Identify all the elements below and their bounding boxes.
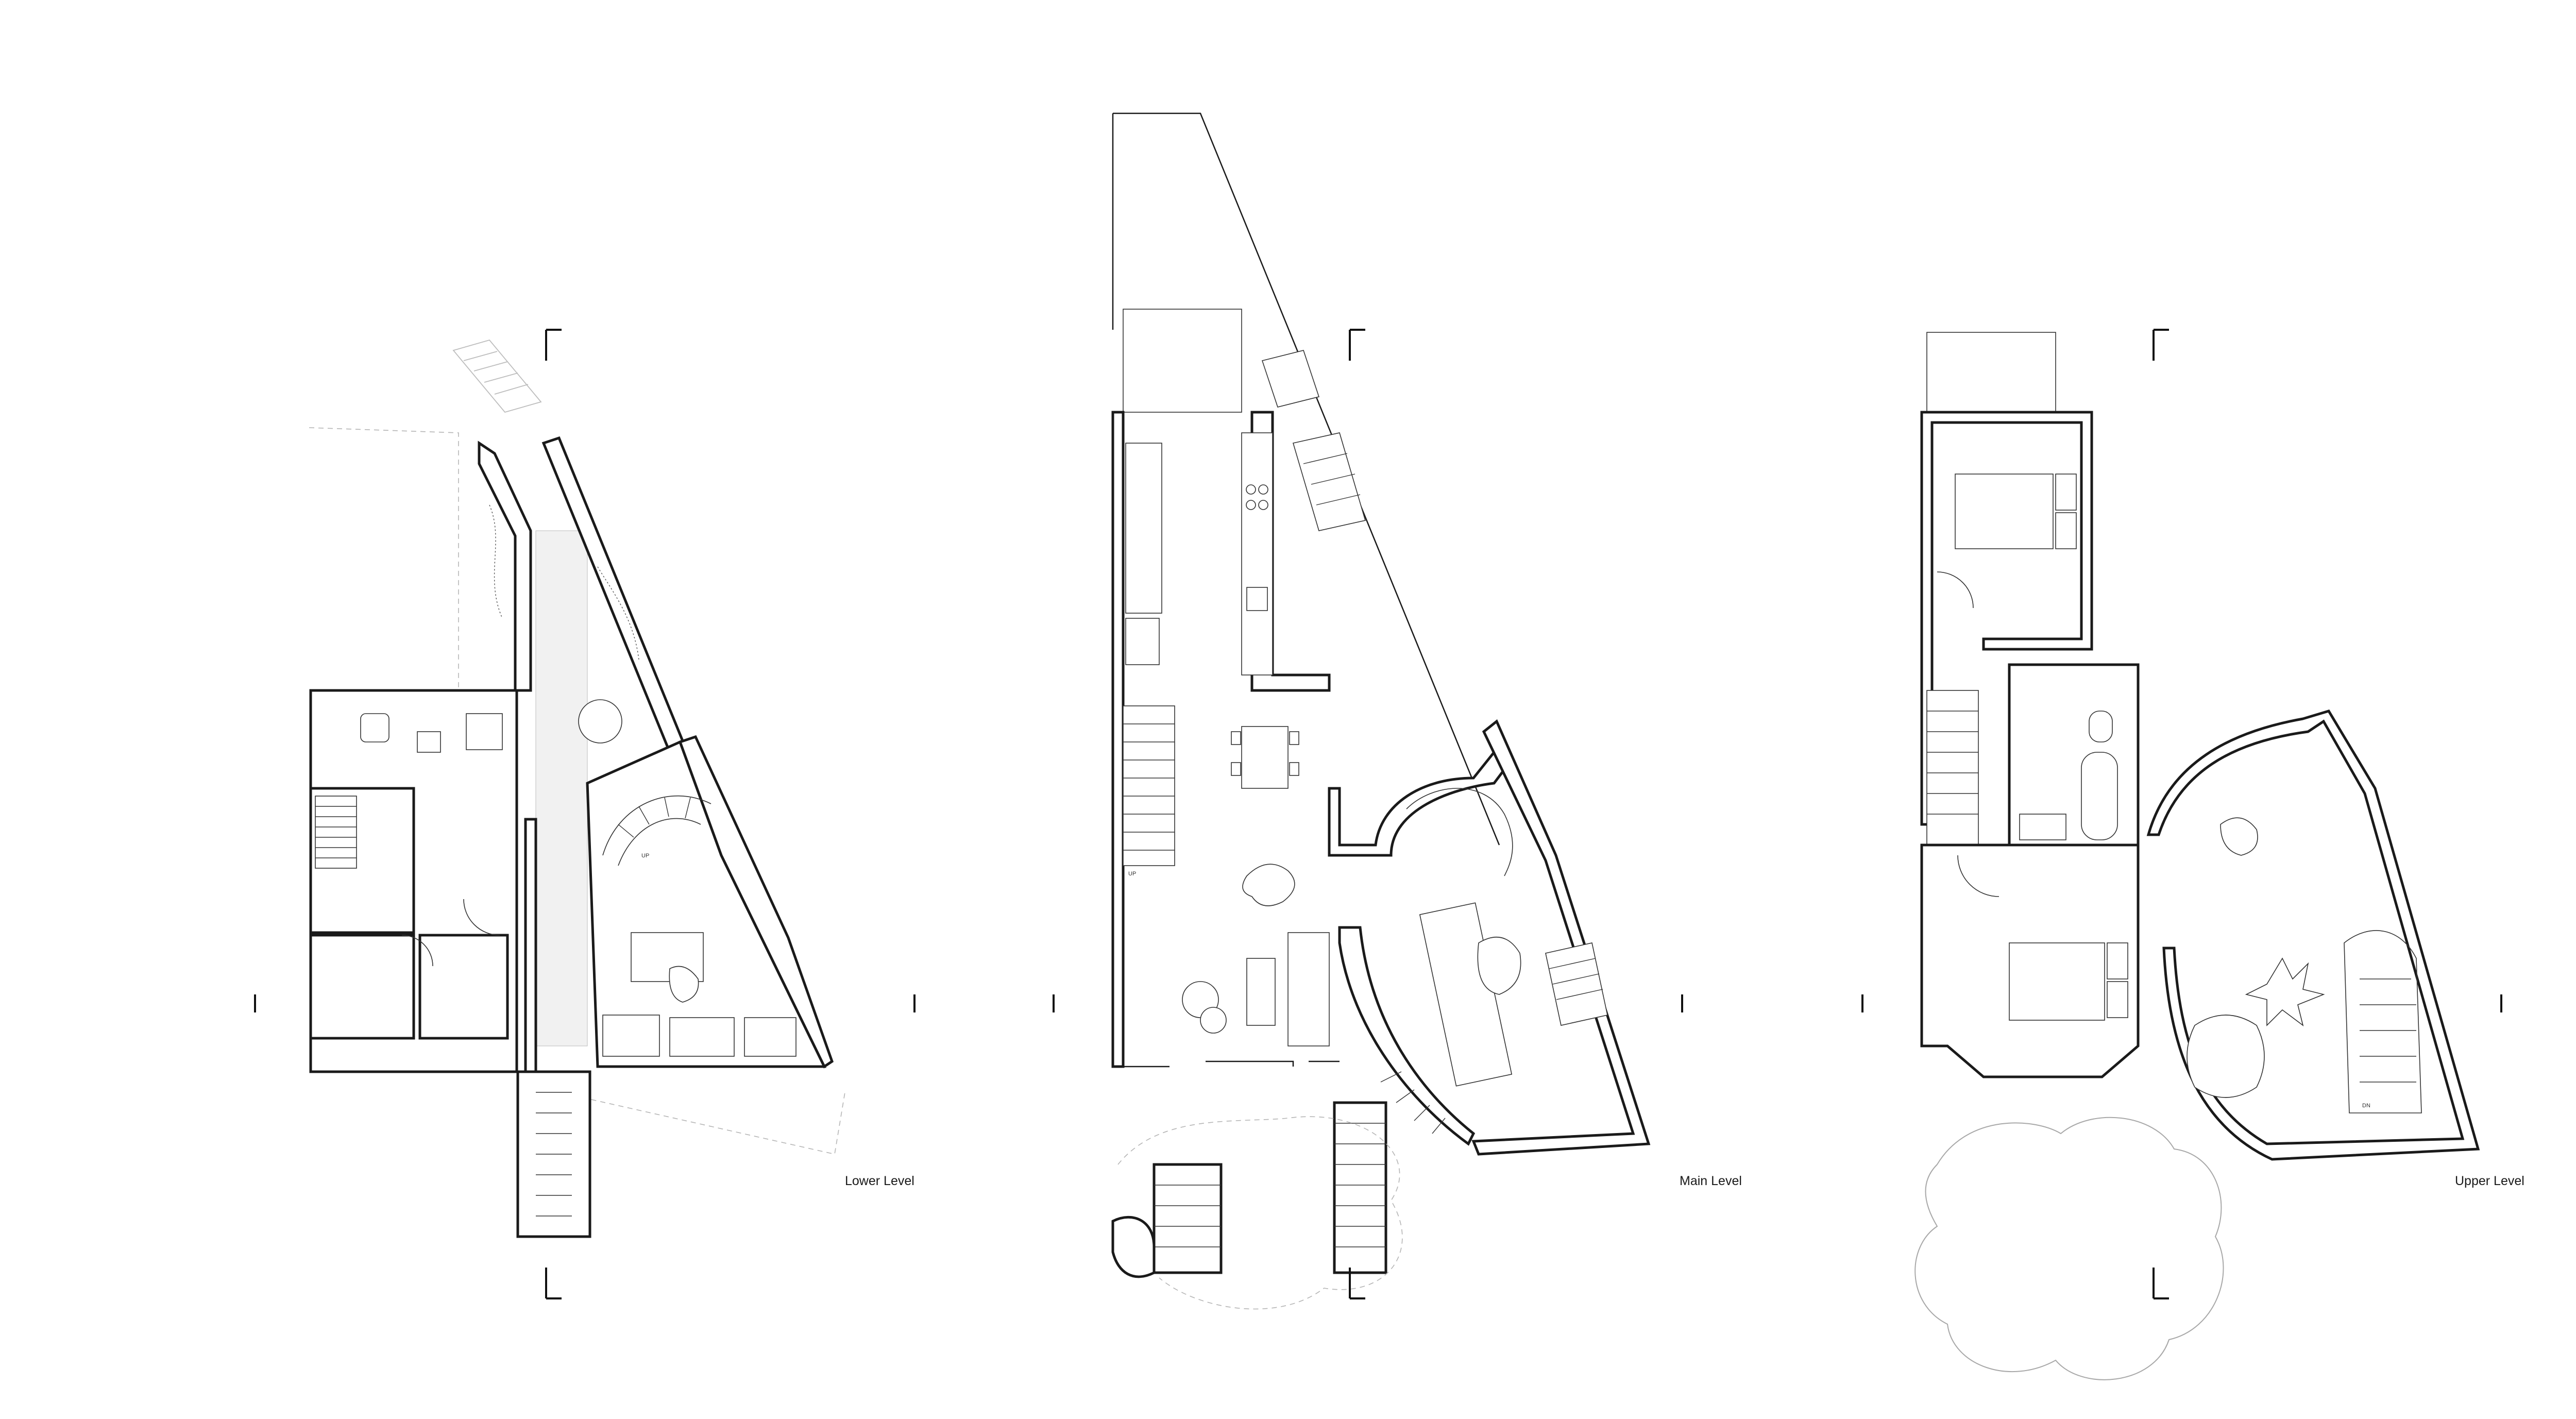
- upper-bathtub: [2081, 752, 2118, 840]
- upper-pillow-4: [2107, 981, 2128, 1018]
- upper-door-swing-2: [1957, 855, 1999, 897]
- main-ghost-trees: [1117, 1116, 1403, 1310]
- main-spiral-stair: [1406, 788, 1513, 876]
- lower-planter-wall-left: [478, 441, 532, 692]
- upper-bed-2: [2009, 942, 2105, 1021]
- main-exterior-bay: [1111, 1215, 1156, 1278]
- main-curved-wall: [1338, 926, 1476, 1146]
- lower-cupboard: [418, 934, 509, 1040]
- main-exterior-stair-right: [1333, 1101, 1387, 1274]
- main-fridge: [1125, 618, 1160, 665]
- main-level-label: Main Level: [1680, 1174, 1742, 1188]
- upper-wc: [2089, 711, 2113, 742]
- lower-ghost-boundary: [309, 427, 845, 1155]
- main-balcony-frame: [1123, 309, 1242, 413]
- upper-vanity: [2019, 814, 2066, 840]
- upper-plant: [2245, 957, 2325, 1026]
- main-bay-front: [1123, 1060, 1340, 1068]
- lower-sideboard-1: [602, 1015, 660, 1057]
- lower-shower-icon: [466, 713, 503, 750]
- lower-level-label: Lower Level: [845, 1174, 914, 1188]
- lower-ghost-stair: [452, 339, 542, 413]
- main-exterior-stair-left: [1153, 1163, 1223, 1274]
- lower-left-stair: [315, 796, 357, 869]
- main-dining-table: [1241, 726, 1289, 789]
- lower-basin-icon: [417, 731, 441, 753]
- main-side-chair: [1200, 1007, 1227, 1034]
- main-rug: [1242, 864, 1295, 906]
- lower-door-swing-2: [463, 899, 500, 936]
- lower-wc-icon: [360, 713, 389, 742]
- main-lounge-chair: [1477, 936, 1521, 995]
- main-kitchen-counter: [1241, 432, 1273, 675]
- main-right-stair: [1545, 942, 1608, 1026]
- upper-section-marks: [1861, 329, 2502, 1299]
- upper-pillow-1: [2055, 474, 2077, 511]
- main-left-wall: [1111, 411, 1125, 1068]
- lower-exterior-stair: [516, 1070, 591, 1238]
- lower-light-well: [535, 530, 588, 1046]
- main-straight-stair: [1123, 705, 1175, 866]
- lower-stair-up-tag: UP: [641, 853, 650, 859]
- lower-level-plan: [254, 329, 916, 1299]
- main-stair-up-tag: UP: [1128, 871, 1137, 877]
- upper-pillow-2: [2055, 512, 2077, 549]
- upper-pillow-3: [2107, 942, 2128, 979]
- lower-section-marks: [254, 329, 916, 1299]
- upper-spiral-treads: [2360, 978, 2416, 1083]
- lower-planting: [489, 504, 639, 660]
- lower-storage-room: [309, 934, 415, 1040]
- main-kitchen-island: [1125, 443, 1162, 614]
- lower-door-swing: [401, 935, 433, 967]
- lower-chair: [669, 966, 699, 1003]
- upper-freestanding-bath: [2187, 1015, 2265, 1098]
- main-sink-icon: [1246, 587, 1268, 611]
- lower-sideboard-3: [744, 1017, 796, 1057]
- lower-spiral-stair: [602, 795, 711, 866]
- main-section-marks: [1053, 329, 1683, 1299]
- upper-balcony-frame: [1926, 332, 2056, 415]
- upper-spiral-stair: [2344, 930, 2422, 1113]
- lower-spiral-treads: [618, 797, 691, 838]
- lower-room-outer-wall: [678, 735, 834, 1069]
- lower-garden-table: [578, 699, 622, 744]
- main-sofa: [1287, 932, 1330, 1046]
- lower-sideboard-2: [669, 1017, 735, 1057]
- main-curved-stair-treads: [1380, 1071, 1446, 1134]
- upper-ensuite-curved: [2146, 710, 2480, 1161]
- main-terrace-stair: [1261, 350, 1366, 531]
- lower-passage-wall-left: [524, 818, 537, 1073]
- upper-bed-1: [1955, 474, 2054, 549]
- main-hob-icon: [1246, 484, 1268, 510]
- main-dining-chairs: [1231, 731, 1299, 776]
- main-coffee-table: [1246, 958, 1276, 1026]
- upper-tree-canopy: [1914, 1117, 2224, 1380]
- upper-door-swing-1: [1937, 571, 1974, 609]
- main-terrace-outline: [1112, 112, 1500, 846]
- upper-level-plan: [1861, 329, 2502, 1380]
- main-level-plan: [1053, 112, 1683, 1310]
- upper-level-label: Upper Level: [2455, 1174, 2524, 1188]
- upper-stair-dn-tag: DN: [2362, 1103, 2370, 1109]
- upper-lounge-chair: [2220, 817, 2258, 856]
- upper-left-stair: [1926, 690, 1979, 846]
